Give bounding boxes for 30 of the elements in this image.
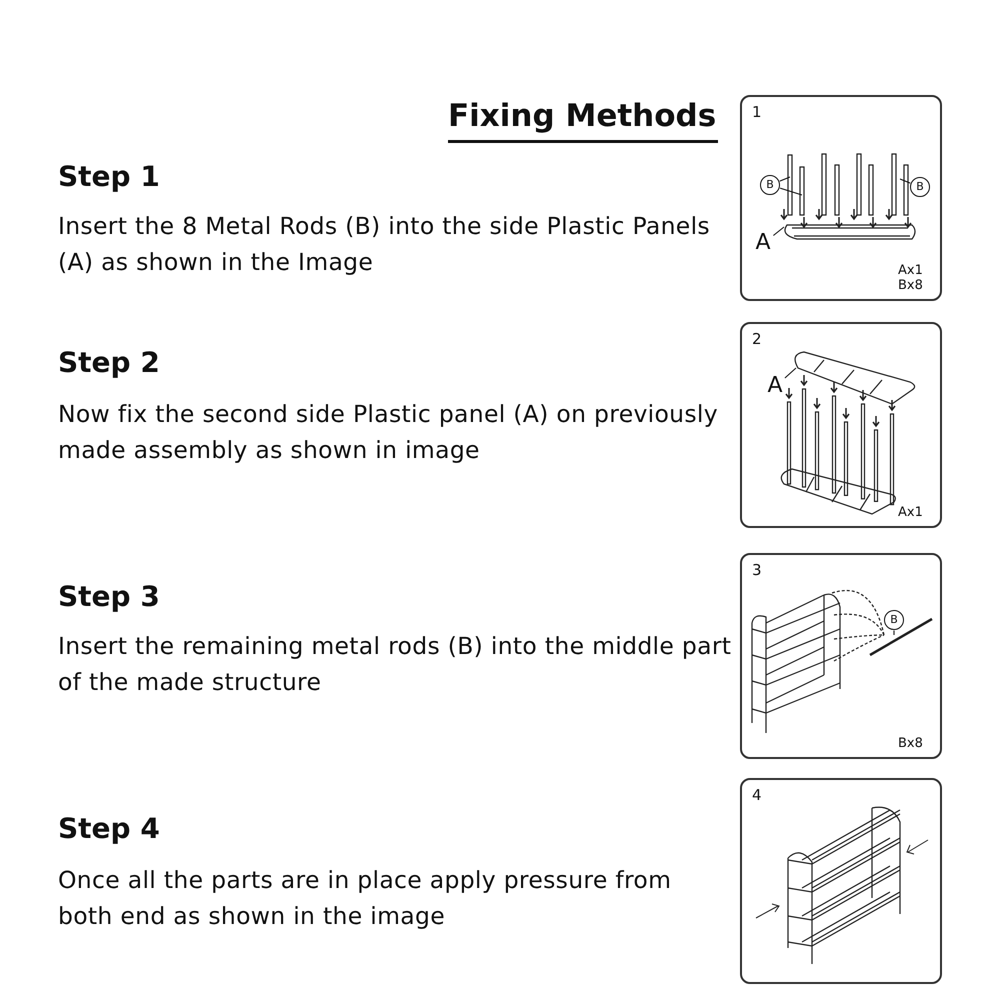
callout-letter: A	[766, 374, 784, 398]
callout-letter: B	[884, 610, 904, 630]
leader-line	[772, 226, 784, 236]
step-instructions: Once all the parts are in place apply pressure from both end as shown in the image	[58, 865, 672, 932]
leader-line	[784, 368, 796, 378]
step-heading: Step 3	[58, 580, 160, 613]
callout-letter: B	[760, 175, 780, 195]
step-instructions: Insert the remaining metal rods (B) into the middle part of the made structure	[58, 631, 732, 698]
callout-letter: A	[754, 231, 772, 255]
step-number: 1	[752, 103, 762, 121]
quantity-note: Ax1	[898, 505, 924, 520]
instruction-panel	[740, 553, 942, 759]
instruction-panel	[740, 778, 942, 984]
step-number: 4	[752, 786, 762, 804]
quantity-note: Ax1 Bx8	[898, 263, 924, 293]
step-heading: Step 4	[58, 812, 160, 845]
leader-line	[779, 176, 790, 182]
step-heading: Step 2	[58, 346, 160, 379]
quantity-note: Bx8	[898, 736, 924, 751]
step-number: 2	[752, 330, 762, 348]
step-instructions: Now fix the second side Plastic panel (A) on previously made assembly as shown in image	[58, 399, 719, 466]
instruction-panel	[740, 322, 942, 528]
leader-line	[780, 188, 802, 196]
instruction-panel	[740, 95, 942, 301]
leader-line	[900, 178, 911, 184]
step-instructions: Insert the 8 Metal Rods (B) into the side Plastic Panels (A) as shown in the Image	[58, 211, 711, 278]
title: Fixing Methods	[448, 98, 718, 143]
callout-letter: B	[910, 177, 930, 197]
step-heading: Step 1	[58, 160, 160, 193]
step-number: 3	[752, 561, 762, 579]
